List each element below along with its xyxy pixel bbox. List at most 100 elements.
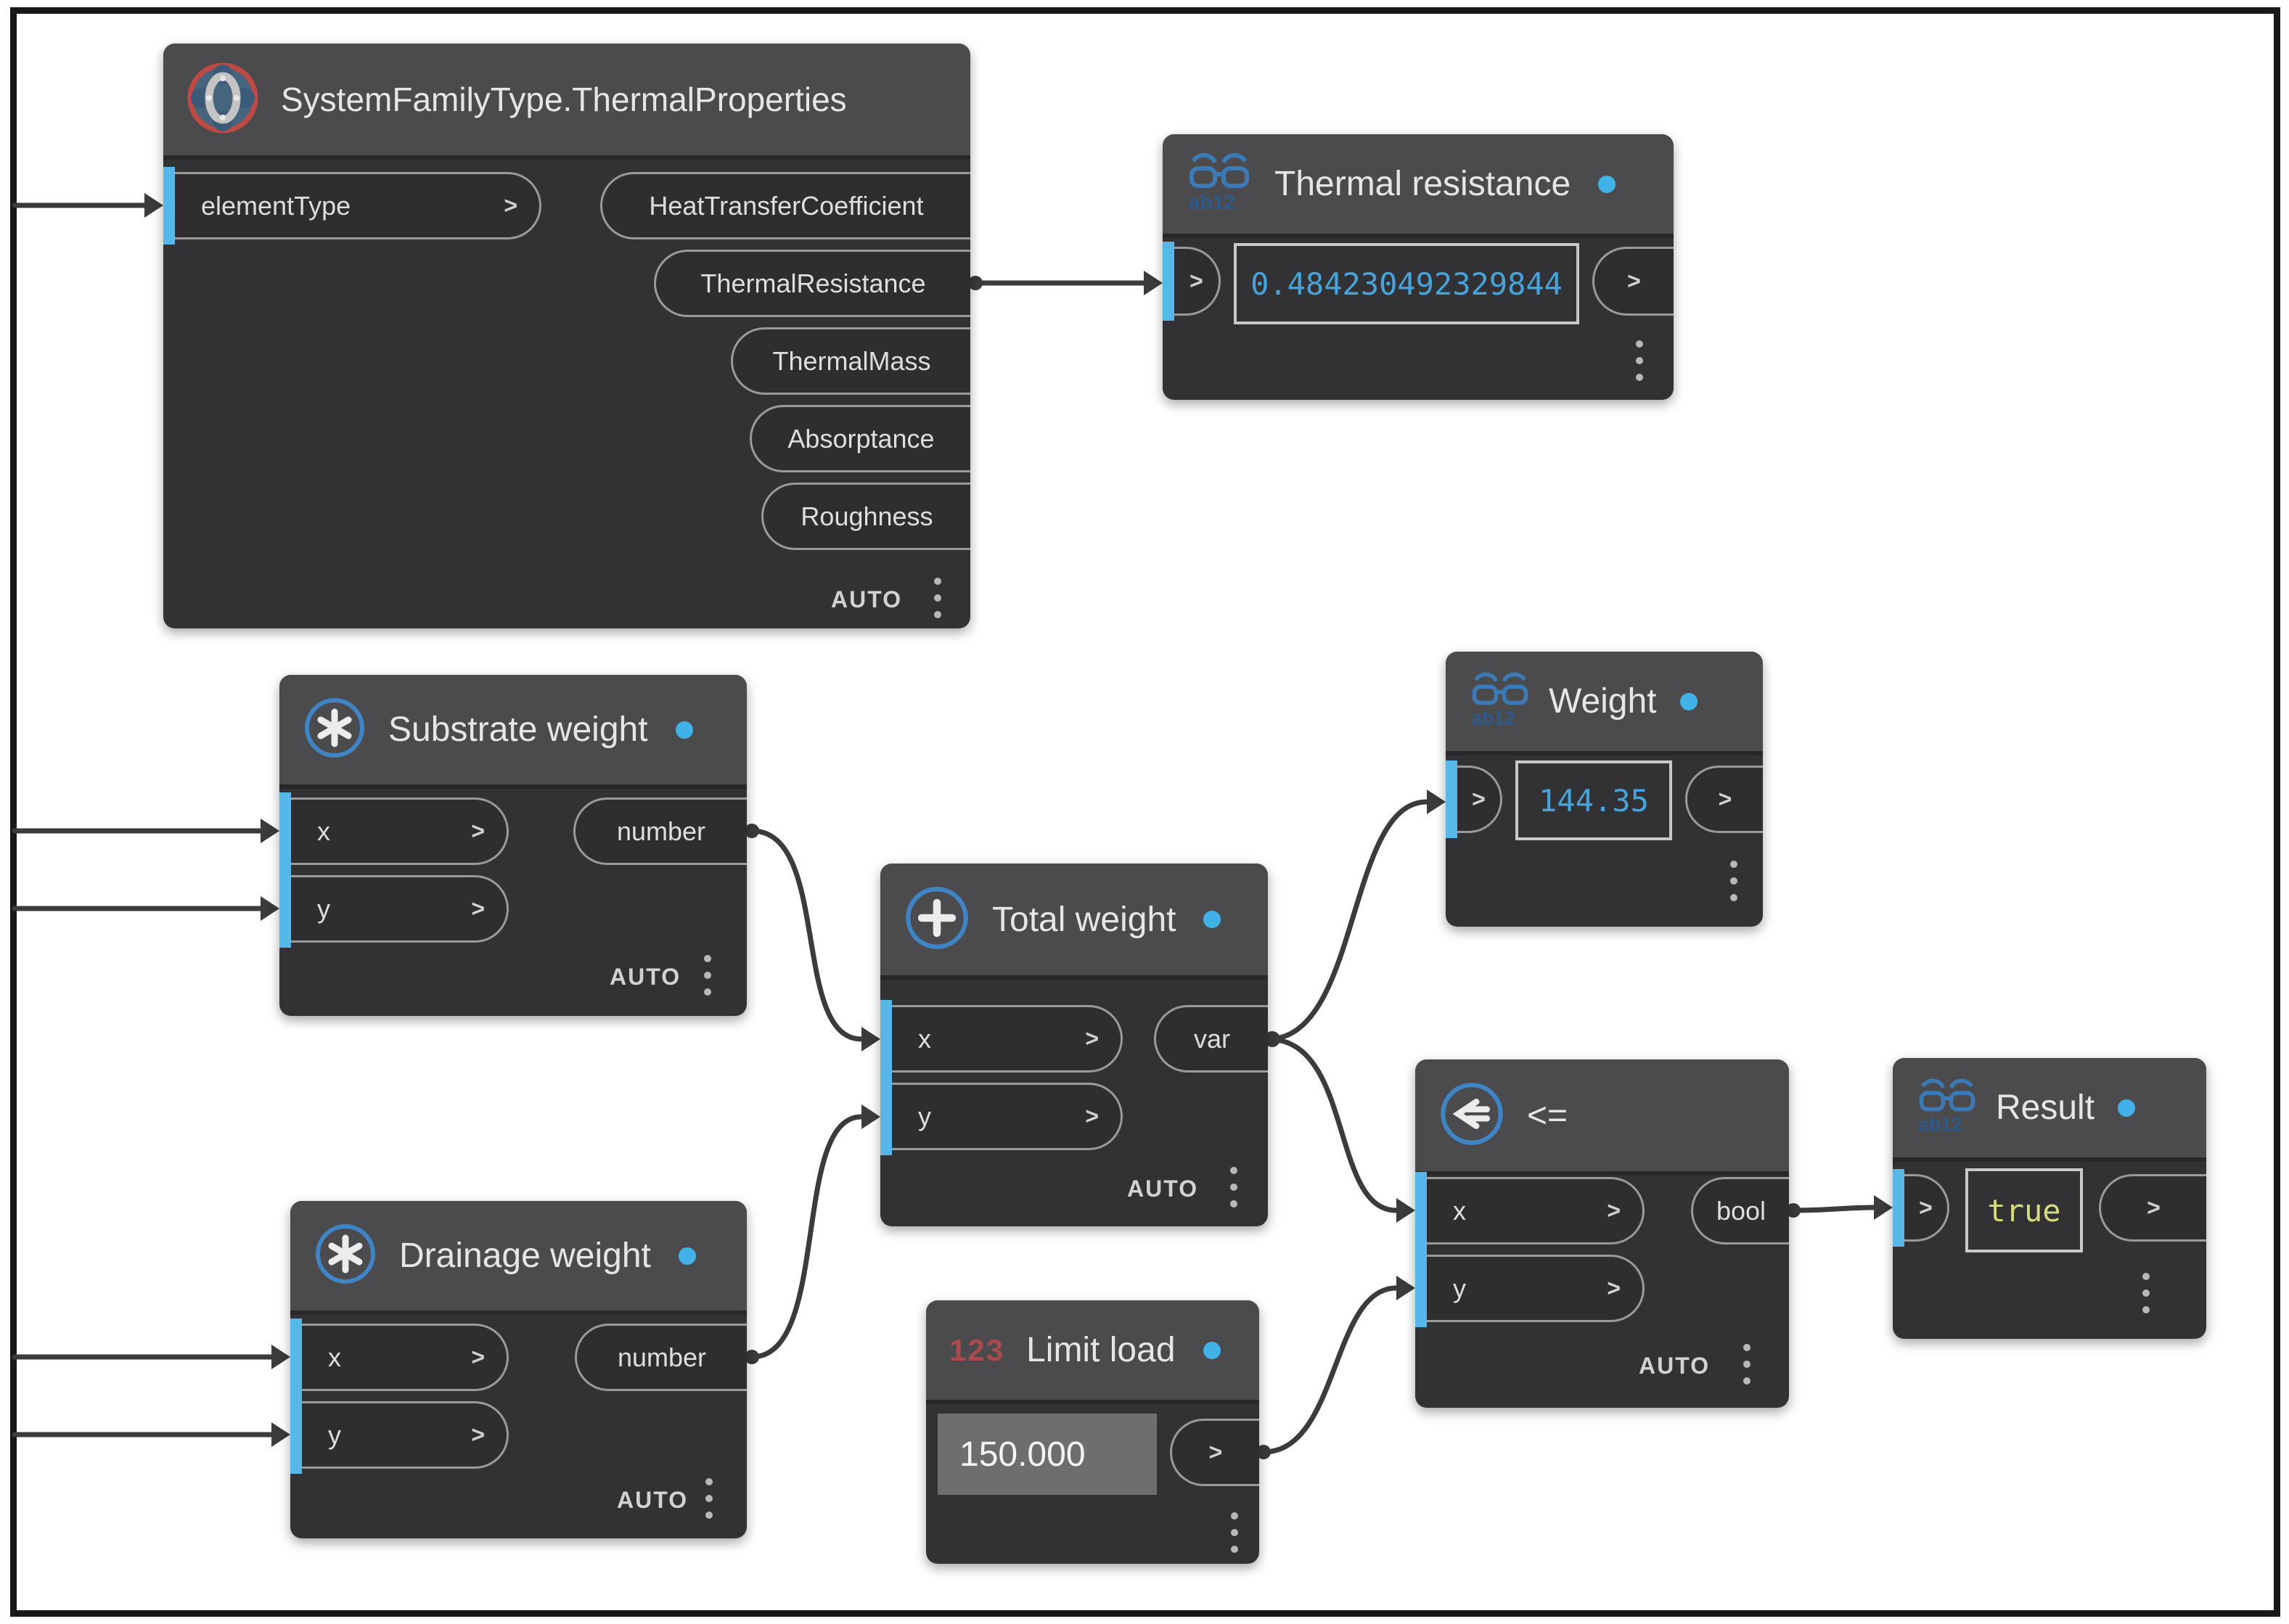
node-header[interactable]: ab12 Result xyxy=(1893,1058,2206,1162)
node-header[interactable]: 123 Limit load xyxy=(926,1300,1259,1404)
canvas-frame xyxy=(10,7,2280,1617)
port-label: number xyxy=(617,1342,707,1372)
input-port-marker[interactable] xyxy=(279,870,291,948)
watch-output-port[interactable]: > xyxy=(1592,247,1674,316)
node-header[interactable]: Substrate weight xyxy=(279,675,747,789)
chevron-right-icon: > xyxy=(1718,786,1732,812)
revit-family-icon xyxy=(187,62,259,138)
wire[interactable] xyxy=(749,1114,864,1360)
watch-output-port[interactable]: > xyxy=(1685,766,1763,833)
node-thermal-resistance[interactable]: ab12 Thermal resistance > 0.484230492329… xyxy=(1163,134,1674,400)
kebab-menu-icon[interactable] xyxy=(934,578,941,618)
port-y[interactable]: y > xyxy=(1427,1255,1645,1322)
kebab-menu-icon[interactable] xyxy=(1230,1167,1237,1207)
input-port-marker[interactable] xyxy=(163,167,175,245)
port-x[interactable]: x > xyxy=(892,1005,1123,1073)
node-total-weight[interactable]: Total weight x > y > var AUTO xyxy=(880,864,1268,1226)
port-heattransfercoefficient[interactable]: HeatTransferCoefficient xyxy=(600,172,970,239)
kebab-menu-icon[interactable] xyxy=(705,1478,713,1519)
node-title: Limit load xyxy=(1026,1331,1176,1369)
input-port-marker[interactable] xyxy=(290,1319,302,1396)
lacing-label: AUTO xyxy=(610,964,681,990)
svg-text:ab12: ab12 xyxy=(1189,191,1235,213)
kebab-menu-icon[interactable] xyxy=(1730,861,1737,901)
port-x[interactable]: x > xyxy=(291,797,509,865)
port-label: elementType xyxy=(201,190,351,221)
port-number[interactable]: number xyxy=(573,797,747,865)
port-x[interactable]: x > xyxy=(1427,1177,1645,1244)
node-title: Drainage weight xyxy=(399,1237,651,1275)
port-x[interactable]: x > xyxy=(302,1324,509,1391)
input-port-marker[interactable] xyxy=(880,1000,892,1078)
input-port-marker[interactable] xyxy=(279,792,291,870)
multiply-icon xyxy=(303,696,367,763)
node-thermal-properties[interactable]: SystemFamilyType.ThermalProperties eleme… xyxy=(163,44,970,628)
port-label: ThermalMass xyxy=(772,345,931,376)
node-weight[interactable]: ab12 Weight > 144.35 > xyxy=(1446,652,1763,927)
port-y[interactable]: y > xyxy=(302,1401,509,1469)
kebab-menu-icon[interactable] xyxy=(2142,1273,2150,1313)
node-header[interactable]: ab12 Thermal resistance xyxy=(1163,134,1674,238)
node-title: Thermal resistance xyxy=(1274,165,1571,203)
node-header[interactable]: Drainage weight xyxy=(290,1201,747,1315)
chevron-right-icon: > xyxy=(2147,1194,2161,1221)
watch-output-port[interactable]: > xyxy=(2099,1174,2206,1242)
input-port-marker[interactable] xyxy=(290,1396,302,1474)
port-thermalresistance[interactable]: ThermalResistance xyxy=(654,250,970,317)
chevron-right-icon: > xyxy=(471,1344,485,1370)
number-output-port[interactable]: > xyxy=(1170,1419,1259,1486)
wire[interactable] xyxy=(749,828,864,1042)
port-number[interactable]: number xyxy=(575,1324,747,1391)
node-header[interactable]: Total weight xyxy=(880,864,1268,980)
port-label: Roughness xyxy=(800,501,933,531)
lacing-label: AUTO xyxy=(617,1487,689,1513)
number-input-field[interactable]: 150.000 xyxy=(938,1414,1157,1495)
chevron-right-icon: > xyxy=(1085,1025,1099,1051)
node-drainage-weight[interactable]: Drainage weight x > y > number AUTO xyxy=(290,1201,747,1538)
kebab-menu-icon[interactable] xyxy=(1743,1344,1750,1385)
node-less-equal[interactable]: <= x > y > bool AUTO xyxy=(1415,1059,1789,1408)
wire[interactable] xyxy=(1261,1285,1399,1455)
port-label: Absorptance xyxy=(787,423,935,454)
port-bool[interactable]: bool xyxy=(1691,1177,1789,1244)
port-y[interactable]: y > xyxy=(291,875,509,943)
node-result[interactable]: ab12 Result > true > xyxy=(1893,1058,2206,1339)
input-port-marker[interactable] xyxy=(1415,1250,1427,1327)
chevron-right-icon: > xyxy=(1208,1439,1223,1465)
node-header[interactable]: SystemFamilyType.ThermalProperties xyxy=(163,44,970,160)
node-limit-load[interactable]: 123 Limit load 150.000 > xyxy=(926,1300,1259,1564)
watch-input-port[interactable]: > xyxy=(1457,766,1502,833)
node-title: Substrate weight xyxy=(388,710,648,749)
input-port-marker[interactable] xyxy=(1446,760,1457,838)
kebab-menu-icon[interactable] xyxy=(1231,1512,1238,1553)
input-port-marker[interactable] xyxy=(1893,1169,1904,1247)
preview-dot xyxy=(675,721,693,739)
wire[interactable] xyxy=(1265,1036,1399,1213)
port-absorptance[interactable]: Absorptance xyxy=(750,405,970,472)
chevron-right-icon: > xyxy=(1919,1194,1933,1221)
port-roughness[interactable]: Roughness xyxy=(761,483,970,550)
port-y[interactable]: y > xyxy=(892,1083,1123,1150)
watch-input-port[interactable]: > xyxy=(1904,1174,1949,1242)
port-elementtype[interactable]: elementType > xyxy=(175,172,541,239)
kebab-menu-icon[interactable] xyxy=(1636,340,1643,381)
less-equal-icon xyxy=(1438,1080,1505,1151)
input-port-marker[interactable] xyxy=(880,1078,892,1155)
port-var[interactable]: var xyxy=(1154,1005,1268,1073)
wire[interactable] xyxy=(1265,799,1430,1042)
chevron-right-icon: > xyxy=(1085,1103,1099,1129)
node-substrate-weight[interactable]: Substrate weight x > y > number AUTO xyxy=(279,675,747,1016)
watch-glasses-icon: ab12 xyxy=(1469,670,1531,733)
port-label: HeatTransferCoefficient xyxy=(649,190,924,221)
port-thermalmass[interactable]: ThermalMass xyxy=(731,327,970,395)
wire[interactable] xyxy=(1790,1205,1877,1213)
number-123-icon: 123 xyxy=(949,1332,1005,1367)
kebab-menu-icon[interactable] xyxy=(704,955,711,996)
input-port-marker[interactable] xyxy=(1415,1172,1427,1250)
node-header[interactable]: ab12 Weight xyxy=(1446,652,1763,755)
watch-input-port[interactable]: > xyxy=(1174,247,1221,316)
svg-text:ab12: ab12 xyxy=(1472,708,1515,729)
chevron-right-icon: > xyxy=(1189,268,1203,294)
node-header[interactable]: <= xyxy=(1415,1059,1789,1176)
input-port-marker[interactable] xyxy=(1163,242,1174,321)
